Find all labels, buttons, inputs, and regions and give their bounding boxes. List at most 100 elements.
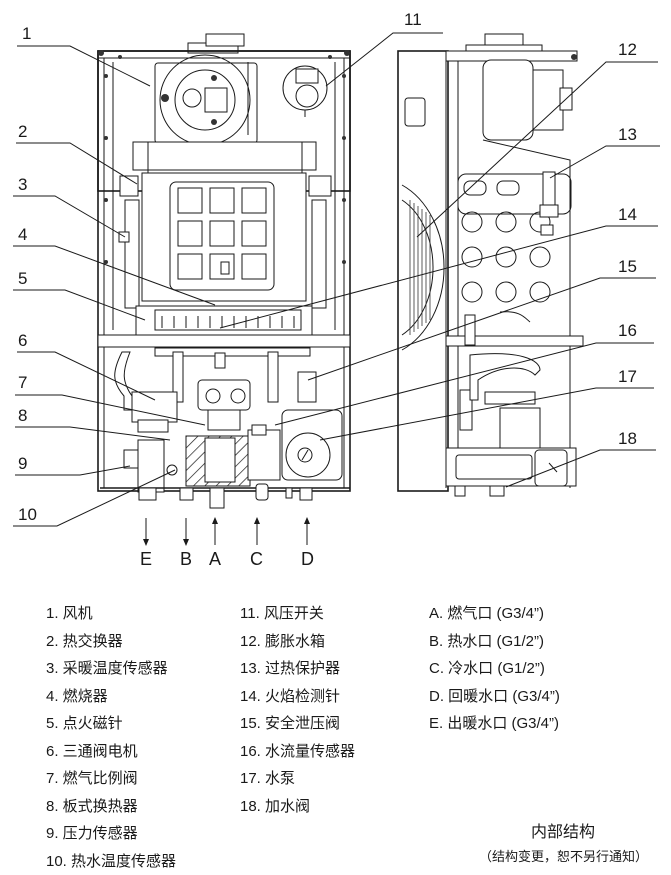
side-display-window — [404, 97, 426, 127]
fan-assembly — [154, 54, 258, 146]
legend-item: 3. 采暖温度传感器 — [46, 660, 168, 677]
side-hole — [529, 246, 551, 268]
side-safety-valve — [459, 389, 473, 431]
legend-item: 6. 三通阀电机 — [46, 742, 138, 760]
side-hole — [495, 246, 517, 268]
legend-item: 16. 水流量传感器 — [240, 742, 356, 760]
heat-exchanger-cell — [177, 220, 203, 247]
side-front-panel — [397, 50, 449, 492]
heating-temp-sensor — [118, 231, 130, 243]
callout-5: 5 — [18, 269, 27, 288]
heat-exchanger-cell — [177, 253, 203, 280]
front-flue-pipe — [205, 33, 245, 47]
callout-7: 7 — [18, 373, 27, 392]
legend-item: 5. 点火磁针 — [46, 715, 123, 732]
heat-exchanger-cell — [209, 220, 235, 247]
callout-9: 9 — [18, 454, 27, 473]
port-letters: E B A C D — [140, 549, 314, 569]
safety-relief-valve — [297, 371, 317, 403]
port-letter-B: B — [180, 549, 192, 569]
heat-exchanger — [141, 172, 307, 302]
legend-port-item: B. 热水口 (G1/2”) — [429, 632, 545, 650]
callout-10: 10 — [18, 505, 37, 524]
side-hole — [461, 246, 483, 268]
leader-lines — [13, 32, 660, 527]
port-arrows — [143, 517, 310, 546]
caption-title: 内部结构 — [531, 824, 596, 841]
legend-item: 14. 火焰检测针 — [240, 687, 341, 705]
heat-exchanger-cell — [177, 187, 203, 214]
legend-item: 10. 热水温度传感器 — [46, 852, 177, 870]
callout-17: 17 — [618, 367, 637, 386]
side-hole — [461, 211, 483, 233]
heating-outlet-pipe — [114, 351, 133, 411]
legend-item: 17. 水泵 — [240, 770, 296, 787]
port-arrow-B-head — [183, 539, 189, 546]
side-burner-bracket — [445, 335, 584, 347]
legend-item: 15. 安全泄压阀 — [240, 715, 341, 732]
burner-bracket — [97, 334, 351, 348]
three-way-valve-motor — [131, 391, 178, 423]
callout-18: 18 — [618, 429, 637, 448]
front-view — [97, 33, 351, 509]
port-letter-E: E — [140, 549, 152, 569]
side-hole — [529, 281, 551, 303]
legend-port-item: E. 出暖水口 (G3/4”) — [429, 715, 560, 732]
legend-item: 9. 压力传感器 — [46, 825, 138, 842]
legend-components-11-18: 11. 风压开关 12. 膨胀水箱 13. 过热保护器 14. 火焰检测针 15… — [240, 600, 355, 820]
callout-15: 15 — [618, 257, 637, 276]
heat-exchanger-cell — [241, 220, 267, 247]
boiler-internal-structure-diagram: 1 2 3 4 5 6 7 8 9 10 11 12 13 14 15 16 1… — [13, 10, 660, 569]
side-flue-pipe — [484, 33, 524, 47]
port-arrow-E-head — [143, 539, 149, 546]
callout-11: 11 — [404, 10, 422, 29]
legend-item: 11. 风压开关 — [240, 605, 324, 622]
heat-exchanger-cell — [209, 187, 235, 214]
legend-port-item: C. 冷水口 (G1/2”) — [429, 660, 545, 677]
side-pump-pipe — [484, 391, 536, 405]
air-pressure-switch — [282, 65, 328, 117]
legend-item: 18. 加水阀 — [240, 797, 311, 815]
side-slot — [496, 180, 520, 196]
callout-4: 4 — [18, 225, 27, 244]
callout-3: 3 — [18, 175, 27, 194]
callout-1: 1 — [22, 24, 31, 43]
side-hole — [461, 281, 483, 303]
port-letter-D: D — [301, 549, 314, 569]
legend-item: 4. 燃烧器 — [46, 687, 108, 705]
callout-13: 13 — [618, 125, 637, 144]
callout-numbers: 1 2 3 4 5 6 7 8 9 10 11 12 13 14 15 16 1… — [18, 10, 637, 524]
legend-item: 7. 燃气比例阀 — [46, 770, 138, 787]
side-hole — [495, 211, 517, 233]
heat-exchanger-frame — [169, 181, 275, 291]
hot-water-temp-sensor — [166, 464, 178, 476]
callout-12: 12 — [618, 40, 637, 59]
side-fan-housing — [482, 59, 534, 141]
side-slot — [463, 180, 487, 196]
legend-item: 8. 板式换热器 — [46, 797, 138, 815]
heat-exchanger-cell — [241, 253, 267, 280]
legend-item: 12. 膨胀水箱 — [240, 632, 326, 650]
caption-note: （结构变更，恕不另行通知） — [479, 849, 649, 864]
callout-16: 16 — [618, 321, 637, 340]
water-pump — [281, 409, 343, 481]
legend-port-item: A. 燃气口 (G3/4”) — [429, 605, 545, 622]
heat-exchanger-cell — [209, 253, 235, 280]
callout-14: 14 — [618, 205, 637, 224]
heat-exchanger-cell — [241, 187, 267, 214]
port-letter-C: C — [250, 549, 263, 569]
callout-6: 6 — [18, 331, 27, 350]
side-hole — [495, 281, 517, 303]
legend-item: 1. 风机 — [46, 605, 93, 622]
port-arrow-D-head — [304, 517, 310, 524]
legend-item: 13. 过热保护器 — [240, 660, 341, 677]
side-pump — [499, 407, 541, 449]
port-arrow-C-head — [254, 517, 260, 524]
legend-ports: A. 燃气口 (G3/4”) B. 热水口 (G1/2”) C. 冷水口 (G1… — [429, 600, 560, 738]
legend-port-item: D. 回暖水口 (G3/4”) — [429, 687, 560, 705]
port-letter-A: A — [209, 549, 221, 569]
port-arrow-A-head — [212, 517, 218, 524]
callout-2: 2 — [18, 122, 27, 141]
water-flow-sensor — [251, 424, 267, 436]
legend-item: 2. 热交换器 — [46, 632, 123, 650]
